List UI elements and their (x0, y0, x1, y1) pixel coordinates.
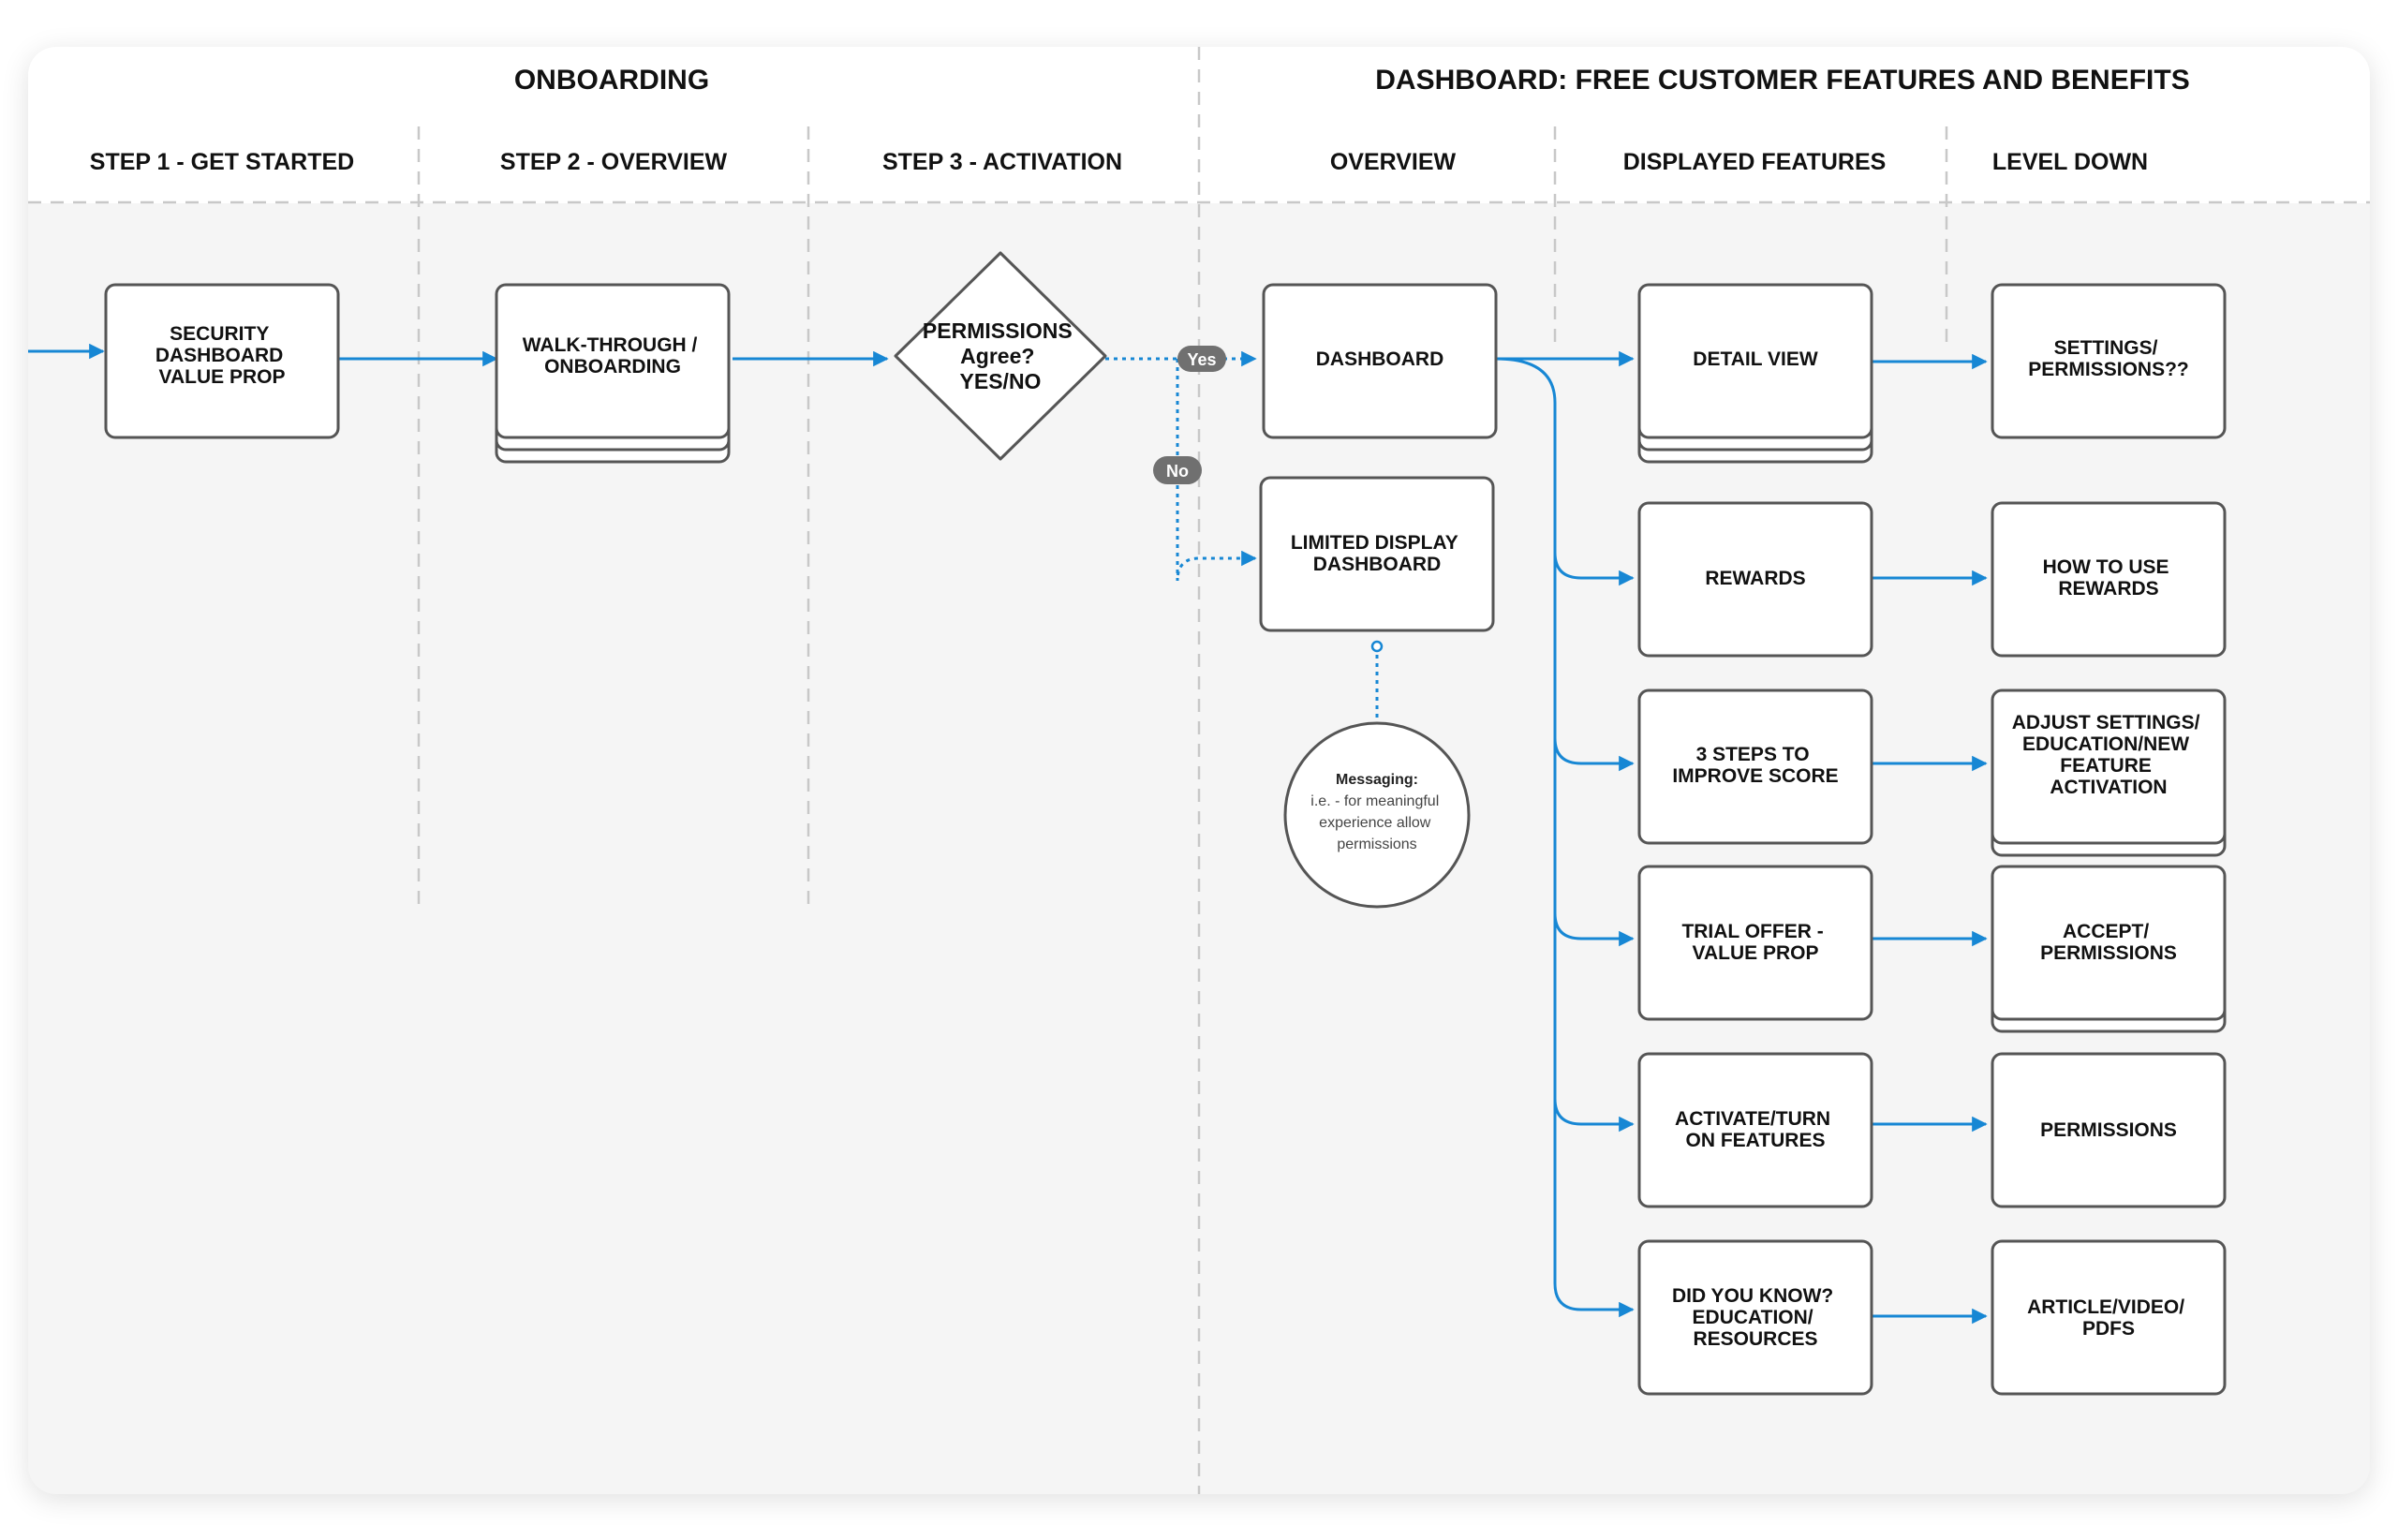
column-title-overview: OVERVIEW (1330, 149, 1457, 175)
node-how-to-use-rewards: HOW TO USE REWARDS (1991, 501, 2227, 658)
column-title-displayed-features: DISPLAYED FEATURES (1623, 149, 1887, 175)
column-title-step1: STEP 1 - GET STARTED (90, 149, 354, 175)
node-adjust-settings-label: ADJUST SETTINGS/ EDUCATION/NEW FEATURE A… (2012, 712, 2206, 798)
arrow-to-three-steps (1553, 737, 1635, 772)
node-article-video: ARTICLE/VIDEO/ PDFS (1991, 1239, 2227, 1396)
node-permissions-label: PERMISSIONS (2040, 1119, 2177, 1141)
node-rewards: REWARDS (1637, 501, 1873, 658)
node-trial-offer-label: TRIAL OFFER - VALUE PROP (1681, 921, 1828, 964)
messaging-note: Messaging: i.e. - for meaningful experie… (1283, 721, 1471, 909)
node-settings-permissions-label: SETTINGS/ PERMISSIONS?? (2028, 337, 2189, 380)
arrow-to-did-you-know (1495, 357, 1635, 1318)
node-did-you-know-label: DID YOU KNOW? EDUCATION/ RESOURCES (1672, 1285, 1839, 1350)
node-article-video-label: ARTICLE/VIDEO/ PDFS (2027, 1296, 2190, 1340)
node-walkthrough-label: WALK-THROUGH / ONBOARDING (523, 334, 703, 378)
node-how-to-use-rewards-label: HOW TO USE REWARDS (2043, 556, 2175, 600)
node-three-steps: 3 STEPS TO IMPROVE SCORE (1637, 689, 1873, 845)
node-accept-permissions: ACCEPT/ PERMISSIONS (1991, 865, 2227, 1033)
node-detail-view: DETAIL VIEW (1637, 283, 1873, 464)
arrow-to-trial-offer (1553, 912, 1635, 947)
node-three-steps-label: 3 STEPS TO IMPROVE SCORE (1672, 744, 1838, 787)
node-detail-view-label: DETAIL VIEW (1693, 348, 1818, 370)
column-title-level-down: LEVEL DOWN (1992, 149, 2148, 175)
node-activate-features-label: ACTIVATE/TURN ON FEATURES (1675, 1108, 1836, 1151)
messaging-body: i.e. - for meaningful experience allow p… (1310, 793, 1443, 852)
node-limited-dashboard: LIMITED DISPLAY DASHBOARD (1259, 476, 1495, 632)
connectors (28, 343, 1988, 1325)
yes-badge: Yes (1177, 346, 1226, 372)
no-arrow (1176, 359, 1257, 582)
arrow-to-rewards (1553, 552, 1635, 586)
node-permissions-decision-label: PERMISSIONS Agree? YES/NO (923, 318, 1078, 393)
node-dashboard-label: DASHBOARD (1316, 348, 1444, 370)
node-settings-permissions: SETTINGS/ PERMISSIONS?? (1991, 283, 2227, 439)
column-title-step3: STEP 3 - ACTIVATION (882, 149, 1122, 175)
node-permissions: PERMISSIONS (1991, 1052, 2227, 1208)
node-accept-permissions-label: ACCEPT/ PERMISSIONS (2040, 921, 2177, 964)
section-title-dashboard: DASHBOARD: FREE CUSTOMER FEATURES AND BE… (1375, 65, 2189, 96)
node-trial-offer: TRIAL OFFER - VALUE PROP (1637, 865, 1873, 1021)
yes-badge-label: Yes (1187, 350, 1216, 369)
node-walkthrough: WALK-THROUGH / ONBOARDING (495, 283, 731, 464)
node-did-you-know: DID YOU KNOW? EDUCATION/ RESOURCES (1637, 1239, 1873, 1396)
node-permissions-decision: PERMISSIONS Agree? YES/NO (894, 251, 1107, 461)
node-dashboard: DASHBOARD (1262, 283, 1498, 439)
flow-diagram: ONBOARDING DASHBOARD: FREE CUSTOMER FEAT… (28, 47, 2370, 1494)
node-limited-dashboard-label: LIMITED DISPLAY DASHBOARD (1291, 532, 1463, 575)
column-title-step2: STEP 2 - OVERVIEW (500, 149, 728, 175)
section-title-onboarding: ONBOARDING (514, 65, 709, 96)
node-rewards-label: REWARDS (1705, 568, 1805, 589)
node-adjust-settings: ADJUST SETTINGS/ EDUCATION/NEW FEATURE A… (1991, 689, 2227, 857)
messaging-anchor-dot (1370, 640, 1384, 653)
no-badge: No (1153, 456, 1202, 484)
messaging-title: Messaging: (1336, 772, 1418, 788)
node-security-dashboard-label: SECURITY DASHBOARD VALUE PROP (155, 323, 289, 388)
no-badge-label: No (1166, 462, 1189, 481)
diagram-canvas: ONBOARDING DASHBOARD: FREE CUSTOMER FEAT… (28, 47, 2370, 1494)
grid-lines (28, 47, 2370, 1494)
node-security-dashboard: SECURITY DASHBOARD VALUE PROP (104, 283, 340, 439)
arrow-to-activate-features (1553, 1098, 1635, 1133)
node-activate-features: ACTIVATE/TURN ON FEATURES (1637, 1052, 1873, 1208)
